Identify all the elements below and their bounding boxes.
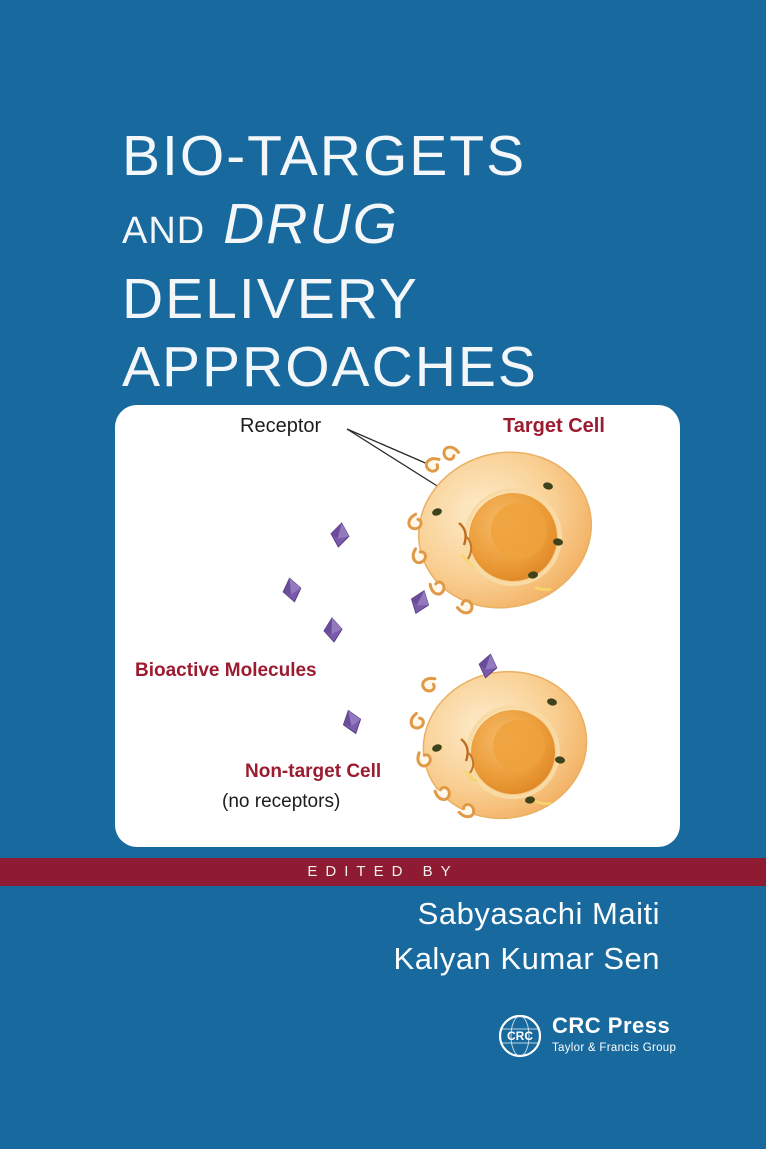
no-receptors-label: (no receptors) [222,791,341,812]
non-target-cell-label: Non-target Cell [245,761,382,782]
book-title: BIO-TARGETS AND DRUG DELIVERY APPROACHES [122,122,538,401]
author-name: Kalyan Kumar Sen [393,941,660,976]
target-cell-illustration [405,444,593,616]
edited-by-label: EDITED BY [307,863,459,880]
edited-by-band: EDITED BY [0,858,766,886]
non-target-cell-illustration [408,670,588,820]
publisher-name: CRC Press [552,1013,671,1038]
target-cell-label: Target Cell [503,415,605,437]
title-line-3: DELIVERY [122,267,419,331]
bioactive-molecules-label: Bioactive Molecules [135,660,317,681]
publisher-text: CRC Press Taylor & Francis Group [552,1011,676,1055]
title-line-2: AND DRUG [122,190,538,265]
author-name: Sabyasachi Maiti [417,896,660,931]
title-word-and: AND [122,210,206,252]
cells-molecules-illustration [280,428,593,820]
diagram-panel: Receptor Target Cell Bioactive Molecules… [115,405,680,847]
receptor-label: Receptor [240,415,322,437]
crc-press-logo-icon: CRC [497,1013,543,1059]
title-line-1: BIO-TARGETS [122,124,527,188]
receptor-pointer-lines [346,428,443,490]
authors-block: Sabyasachi Maiti Kalyan Kumar Sen [394,891,660,981]
title-word-drug: DRUG [223,192,399,256]
crc-logo-letters: CRC [507,1029,533,1043]
publisher-block: CRC CRC Press Taylor & Francis Group [497,1011,676,1059]
publisher-tagline: Taylor & Francis Group [552,1042,677,1054]
title-line-4: APPROACHES [122,335,538,399]
